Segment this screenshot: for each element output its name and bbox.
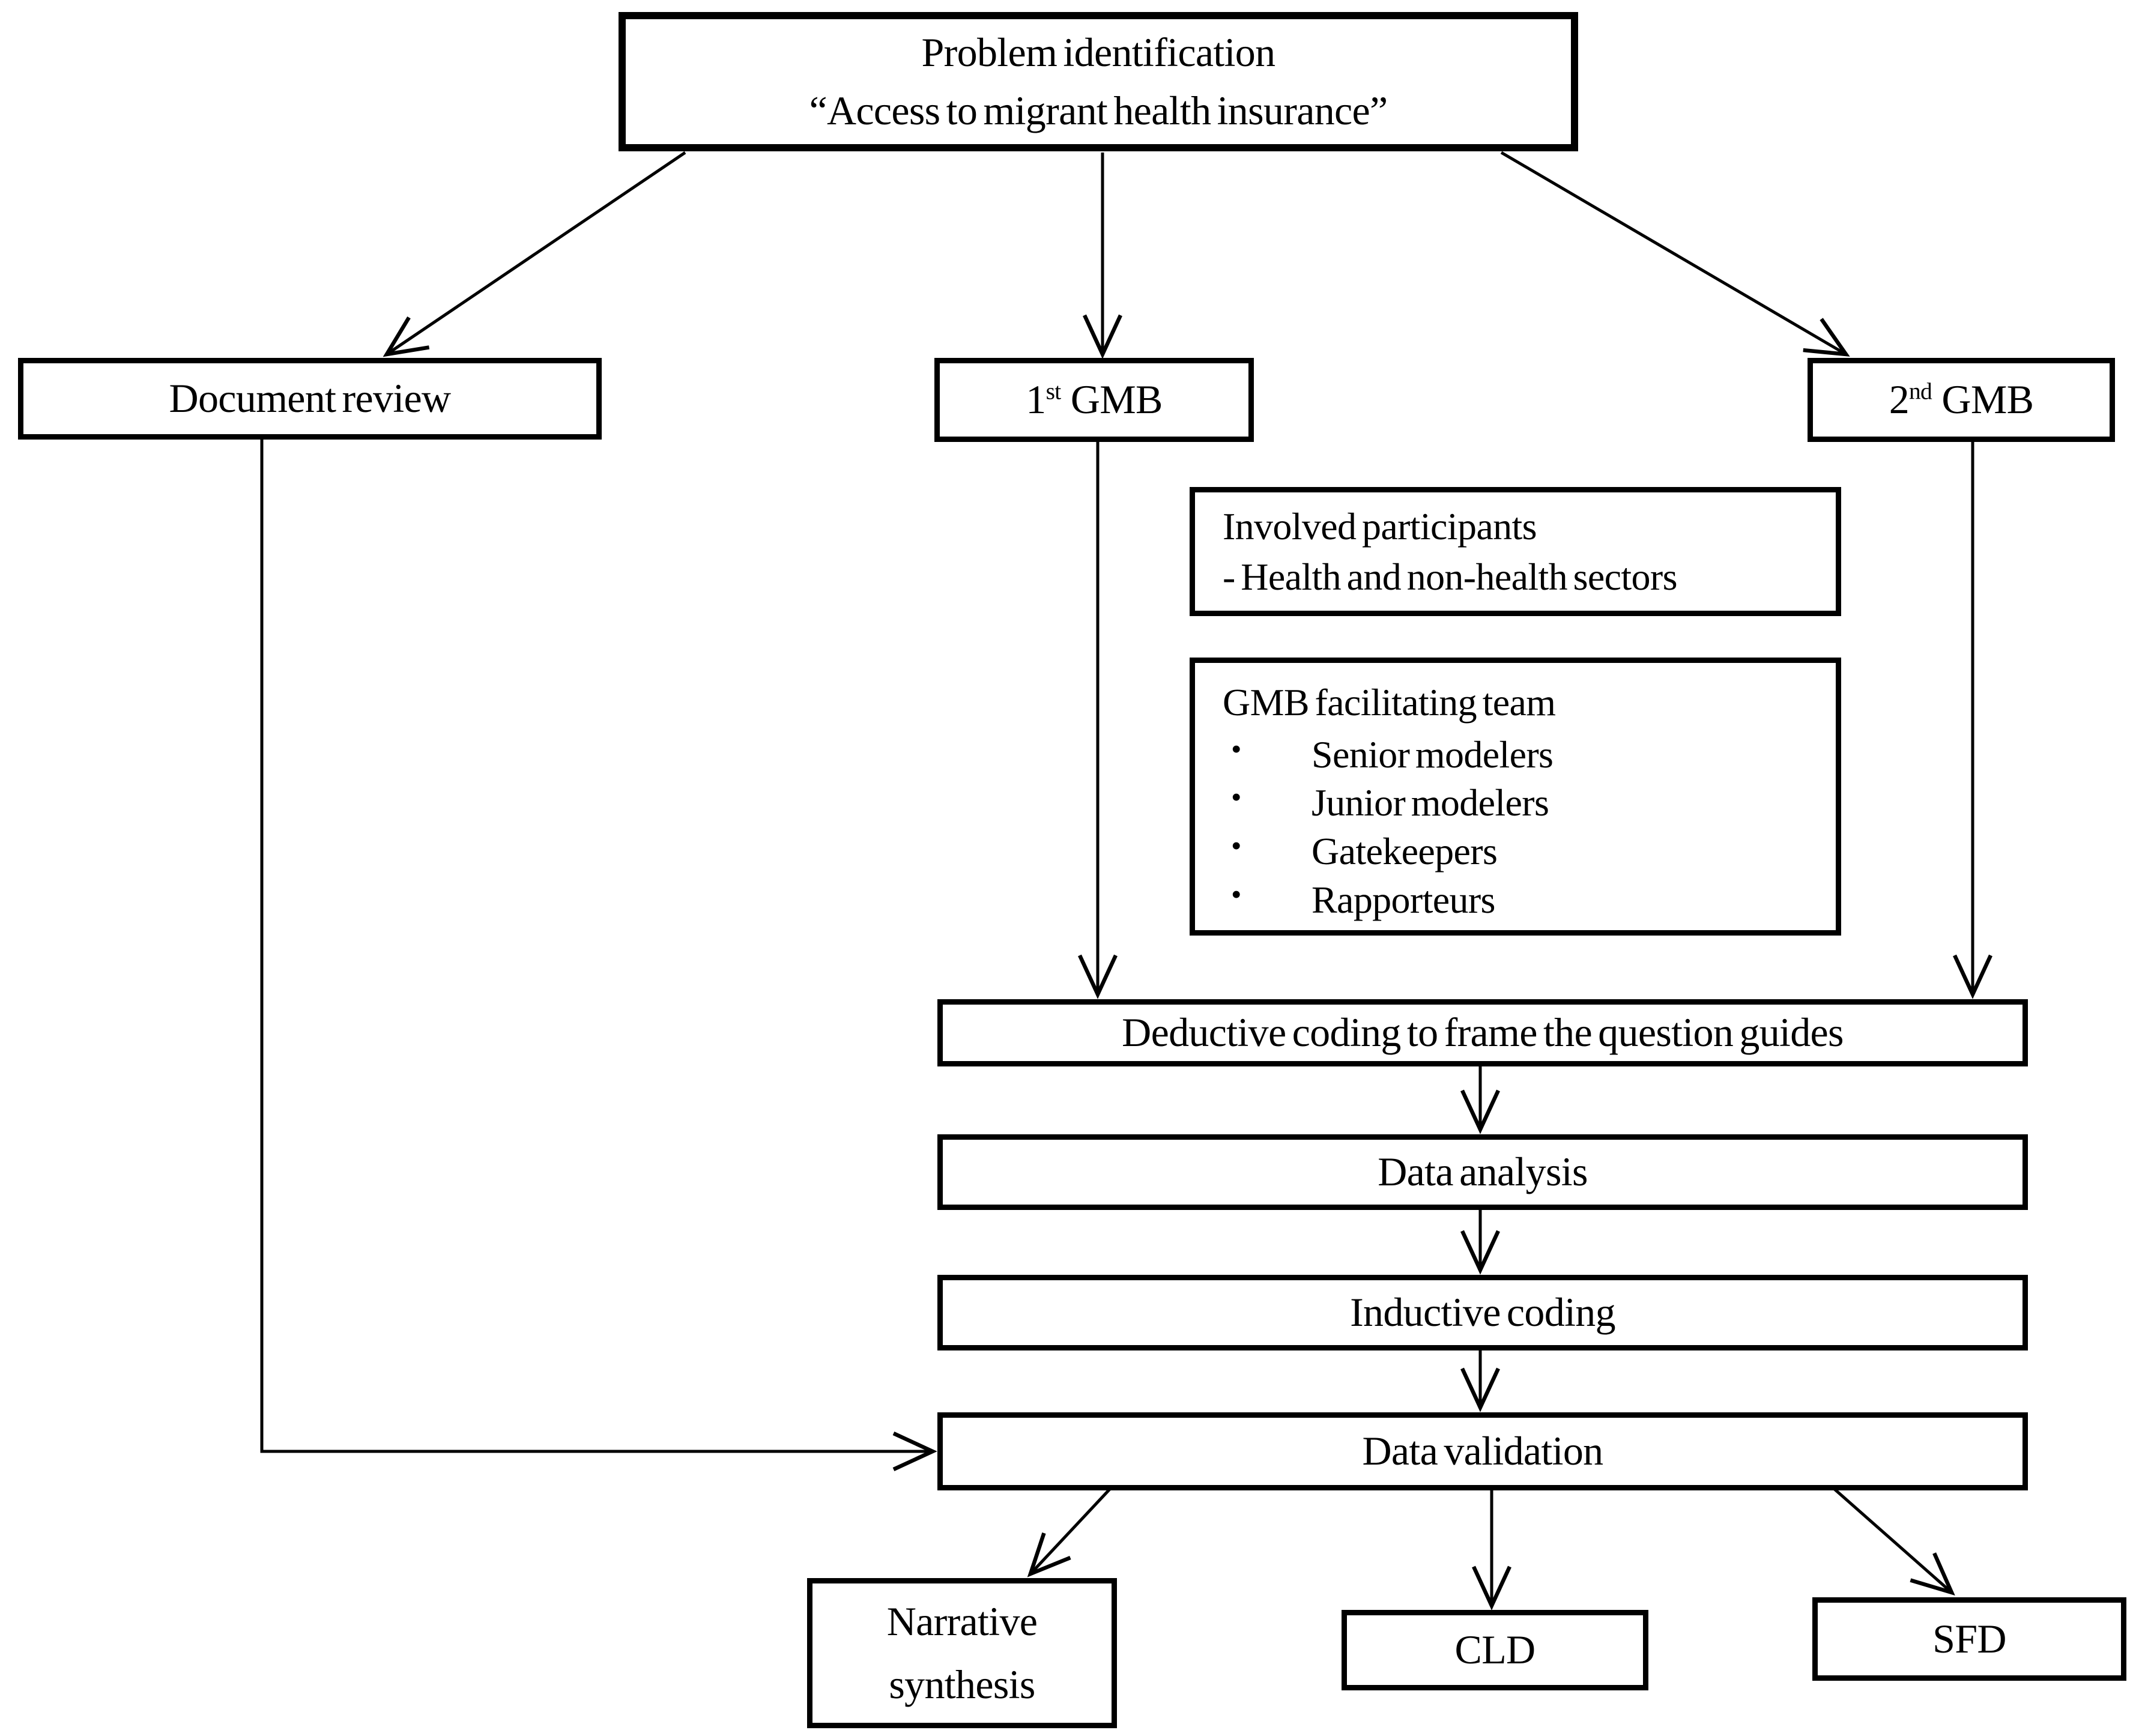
first-gmb-suffix: GMB: [1070, 377, 1163, 423]
node-sfd: SFD: [1812, 1597, 2126, 1681]
connector-problem-to-document-review: [387, 151, 686, 354]
node-data-validation: Data validation: [937, 1412, 2028, 1490]
gmb-team-title: GMB facilitating team: [1223, 681, 1556, 724]
node-document-review: Document review: [18, 358, 602, 440]
node-cld: CLD: [1342, 1610, 1648, 1690]
second-gmb-suffix: GMB: [1941, 377, 2034, 423]
connector-data-validation-to-sfd: [1833, 1488, 1952, 1592]
narrative-synthesis-line1: Narrative: [886, 1598, 1038, 1644]
team-bullet-item: Gatekeepers: [1223, 827, 1553, 876]
node-narrative-synthesis: Narrative synthesis: [807, 1578, 1117, 1728]
first-gmb-label: 1st GMB: [1026, 372, 1163, 428]
problem-line2: “Access to migrant health insurance”: [809, 88, 1388, 133]
connector-problem-to-second-gmb: [1500, 151, 1846, 354]
team-bullet-item: Rapporteurs: [1223, 876, 1553, 925]
connector-data-validation-to-narrative-synthesis: [1030, 1488, 1111, 1574]
node-inductive-coding: Inductive coding: [937, 1275, 2028, 1350]
sfd-label: SFD: [1932, 1615, 2006, 1662]
document-review-label: Document review: [169, 375, 452, 422]
node-data-analysis: Data analysis: [937, 1134, 2028, 1210]
node-second-gmb: 2nd GMB: [1808, 358, 2115, 442]
node-first-gmb: 1st GMB: [934, 358, 1254, 442]
involved-participants-line1: Involved participants: [1223, 505, 1537, 548]
team-bullet-item: Senior modelers: [1223, 731, 1554, 779]
second-gmb-label: 2nd GMB: [1889, 372, 2034, 428]
problem-line1: Problem identification: [921, 29, 1276, 76]
ordinal-superscript: st: [1045, 378, 1062, 405]
node-problem-identification: Problem identification “Access to migran…: [619, 12, 1578, 151]
connector-document-review-to-data-validation: [260, 438, 933, 1451]
involved-participants-line2: - Health and non-health sectors: [1223, 555, 1677, 598]
data-analysis-label: Data analysis: [1378, 1149, 1588, 1195]
node-gmb-facilitating-team: GMB facilitating team Senior modelers Ju…: [1190, 658, 1841, 936]
second-gmb-number: 2: [1889, 377, 1910, 423]
data-validation-label: Data validation: [1362, 1428, 1604, 1474]
deductive-coding-label: Deductive coding to frame the question g…: [1122, 1009, 1844, 1056]
narrative-synthesis-line2: synthesis: [889, 1662, 1035, 1707]
ordinal-superscript: nd: [1909, 378, 1932, 405]
inductive-coding-label: Inductive coding: [1350, 1289, 1616, 1335]
first-gmb-number: 1: [1026, 377, 1046, 423]
node-deductive-coding: Deductive coding to frame the question g…: [937, 999, 2028, 1066]
gmb-team-bullet-list: Senior modelers Junior modelers Gatekeep…: [1223, 731, 1554, 925]
team-bullet-item: Junior modelers: [1223, 779, 1553, 827]
node-involved-participants: Involved participants - Health and non-h…: [1190, 487, 1841, 616]
cld-label: CLD: [1454, 1627, 1536, 1673]
